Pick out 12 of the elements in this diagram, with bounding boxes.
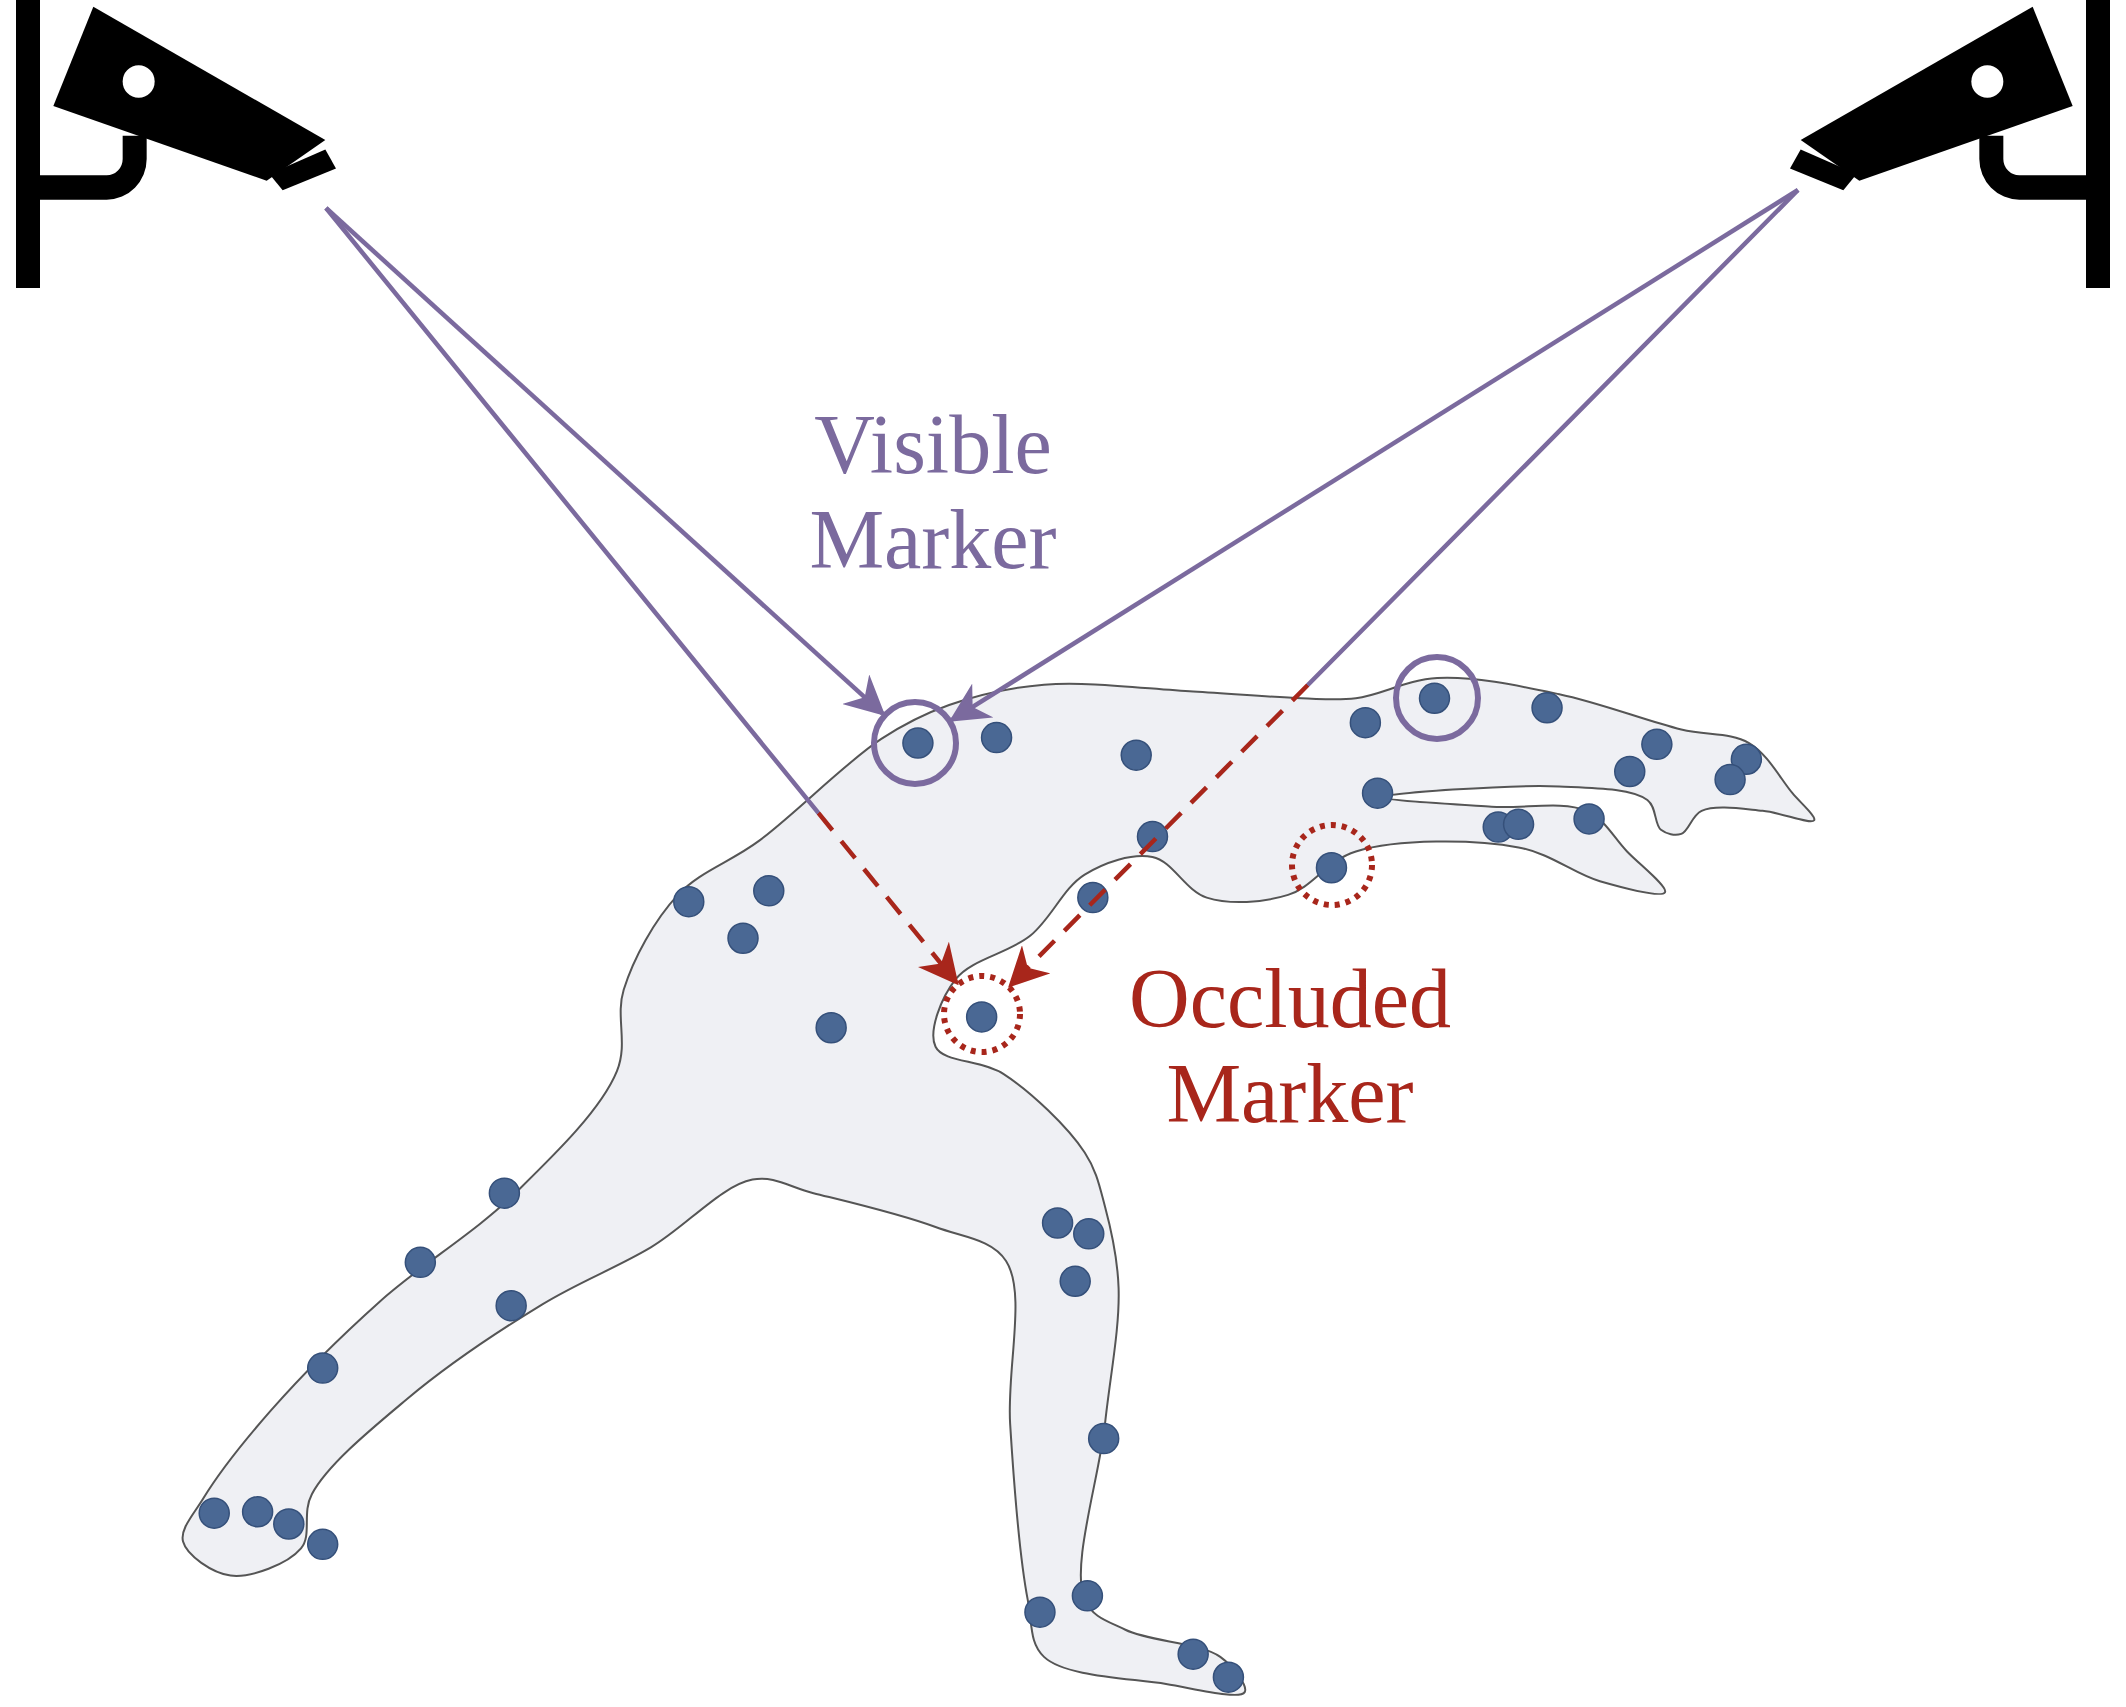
arrow (324, 206, 886, 717)
security-camera-icon (16, 0, 336, 288)
marker-highlight-circle (940, 972, 1024, 1056)
marker-label: Visible Marker (808, 398, 1058, 588)
marker-highlight-circle (1288, 821, 1376, 909)
marker-highlight-circle (1392, 653, 1482, 743)
arrow (324, 206, 959, 986)
marker-highlight-circle (870, 698, 960, 788)
security-camera-icon (1790, 0, 2110, 288)
marker-label: Occluded Marker (1128, 952, 1452, 1142)
arrow (1008, 188, 1800, 988)
arrow (948, 188, 1800, 722)
